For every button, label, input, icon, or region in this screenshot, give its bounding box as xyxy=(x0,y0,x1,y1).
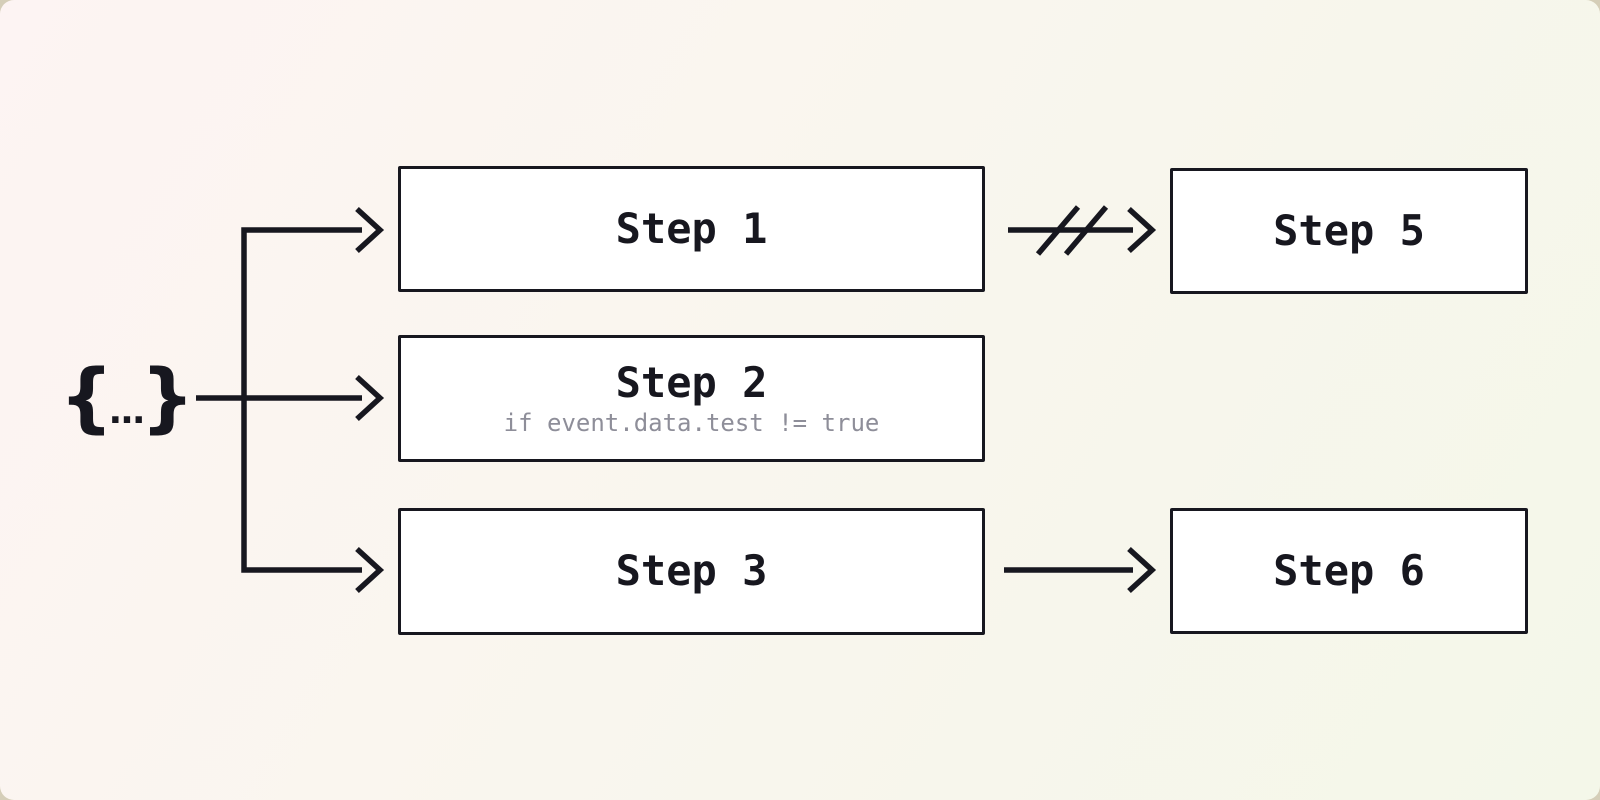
arrowhead-step1-icon xyxy=(355,206,385,254)
ellipsis-dots: ... xyxy=(108,391,145,432)
close-brace: } xyxy=(140,352,195,441)
step-label: Step 1 xyxy=(615,203,768,253)
fanout-trunk-connector xyxy=(241,227,362,573)
arrowhead-step3-icon xyxy=(355,546,385,594)
step-condition-text: if event.data.test != true xyxy=(503,409,880,438)
step-node-step3: Step 3 xyxy=(398,508,985,635)
step-label: Step 6 xyxy=(1273,545,1425,595)
step-node-step5: Step 5 xyxy=(1170,168,1528,294)
step-node-step6: Step 6 xyxy=(1170,508,1528,634)
step-node-step1: Step 1 xyxy=(398,166,985,292)
step-label: Step 3 xyxy=(615,546,768,596)
arrowhead-step6-icon xyxy=(1127,546,1157,594)
cancel-slash-2-icon xyxy=(1063,205,1109,256)
arrowhead-step5-icon xyxy=(1127,206,1157,254)
step-label: Step 5 xyxy=(1273,205,1425,255)
open-brace: { xyxy=(59,352,113,441)
event-json-source-icon: { ... } xyxy=(59,344,194,450)
step-label: Step 2 xyxy=(615,358,768,408)
step-node-step2: Step 2 if event.data.test != true xyxy=(398,335,985,462)
arrowhead-step2-icon xyxy=(355,374,385,422)
cancel-slash-1-icon xyxy=(1035,205,1081,256)
